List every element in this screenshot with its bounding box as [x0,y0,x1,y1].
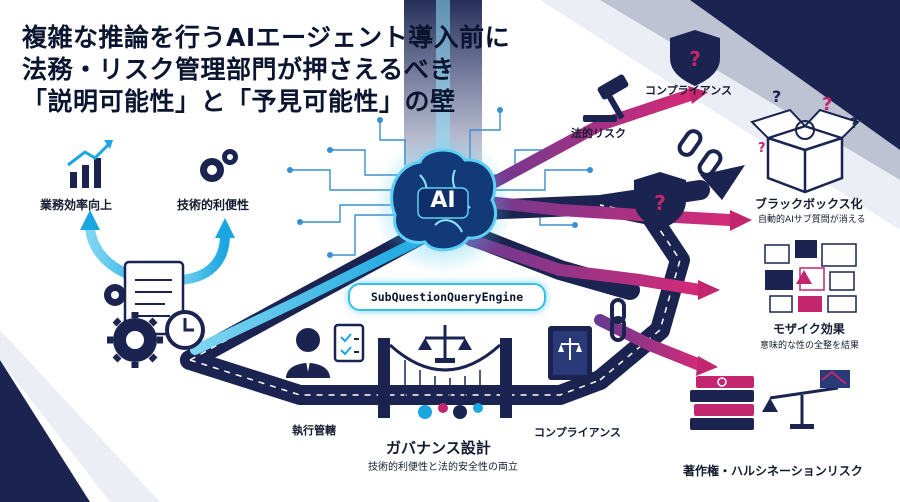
executive-label: 執行管轄 [292,424,336,437]
small-gears-icon [418,403,483,419]
growth-chart-icon [67,140,113,188]
background-stripe-bottom [0,330,160,502]
blackbox-title: ブラックボックス化 [755,197,863,211]
compliance-top-label: コンプライアンス [645,84,733,97]
svg-text:?: ? [689,47,701,71]
title-line-1: 複雑な推論を行うAIエージェント導入前に [22,23,511,52]
compliance-bottom-label: コンプライアンス [534,426,622,439]
mosaic-cards-icon [764,240,857,313]
scales-icon [418,325,472,363]
tilted-scale-icon [762,370,850,429]
svg-text:?: ? [850,116,858,132]
black-box-icon: ? ? ? ? [750,87,860,194]
legal-risk-label: 法的リスク [571,127,626,140]
law-book-icon [548,326,592,380]
svg-text:?: ? [654,191,666,215]
shield-question-icon-middle: ? [634,172,686,230]
clock-icon [165,310,205,350]
executive-person-icon [286,328,330,378]
arrow-heads [688,86,752,376]
circuit-nodes [287,107,593,258]
convenience-label: 技術的利便性 [177,198,250,212]
copyright-risk-label: 著作権・ハルシネーションリスク [683,464,863,478]
mosaic-title: モザイク効果 [773,322,845,336]
arrow-efficiency [80,210,100,230]
arrow-to-legal [688,86,708,104]
engine-label: SubQuestionQueryEngine [348,283,546,311]
gear-icon-small [104,284,126,306]
title-line-2: 法務・リスク管理部門が押さえるべき [22,55,455,84]
corner-decoration-bottom-left [0,360,90,502]
arrow-to-mosaic [698,280,720,300]
books-icon [690,376,754,430]
efficiency-label: 業務効率向上 [40,198,113,212]
arrow-to-blackbox [730,210,752,231]
svg-text:?: ? [822,94,832,115]
broken-chain-icon [677,129,723,177]
gear-icon-large [107,312,163,368]
arrow-convenience [215,218,235,238]
brain-icon [390,148,498,252]
arrow-to-copyright [696,356,718,376]
light-beam-core [436,0,450,180]
svg-text:?: ? [772,87,781,106]
gears-icon [200,149,238,182]
risk-paths [464,89,736,371]
svg-text:?: ? [758,141,766,156]
blackbox-subtitle: 自動的AIサブ質問が消える [758,215,866,225]
gavel-icon [583,74,629,122]
clipboard-icon [333,323,365,363]
mosaic-subtitle: 意味的な性の全整を結果 [760,341,860,351]
ai-badge: AI [430,188,456,213]
shield-question-icon-top: ? [670,30,720,86]
ai-badge-box [417,187,469,219]
title-line-3: 「説明可能性」と「予見可能性」の壁 [22,87,456,116]
governance-title: ガバナンス設計 [386,439,491,457]
governance-subtitle: 技術的利便性と法的安全性の両立 [368,462,518,473]
chain-link-icon [610,298,626,342]
bridge-icon [370,338,520,418]
